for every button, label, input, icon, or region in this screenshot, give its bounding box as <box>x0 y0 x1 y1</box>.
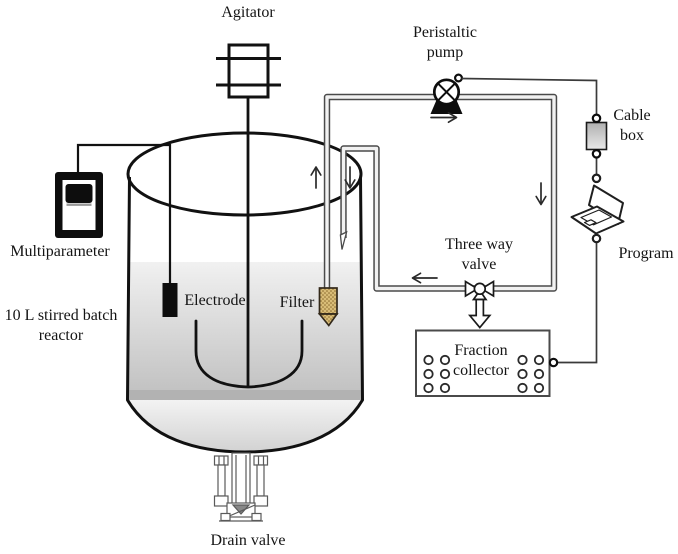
valve-outlet-arrow <box>467 298 492 329</box>
connector-dot <box>591 113 602 124</box>
connector-dot <box>591 173 602 184</box>
cable-box-icon <box>585 113 608 159</box>
agitator-icon <box>194 43 304 389</box>
signal-wires <box>461 77 598 364</box>
flow-arrows <box>310 111 547 284</box>
return-tube-tip <box>339 230 348 250</box>
electrode-wire <box>76 143 172 283</box>
flow-arrow-down-loop <box>535 182 547 206</box>
electrode-assembly <box>76 143 178 317</box>
fraction-collector-icon <box>415 329 559 397</box>
multiparameter-icon <box>55 172 103 238</box>
flow-arrow-up <box>310 166 322 189</box>
connector-dot <box>591 149 602 159</box>
flow-arrow-down-tank <box>344 166 356 189</box>
flow-arrow-left-return <box>411 272 438 284</box>
laptop-icon <box>570 173 625 244</box>
tank-dish-fill <box>127 400 363 452</box>
connector-dot <box>591 233 602 244</box>
impeller <box>194 319 304 389</box>
electrode-icon <box>162 283 178 317</box>
peristaltic-pump-icon <box>430 73 464 114</box>
tank-outline <box>126 176 364 454</box>
filter-icon <box>317 287 339 327</box>
flow-arrow-right-pump <box>430 111 458 124</box>
wire-pump-to-cablebox <box>461 77 598 115</box>
connector-dot <box>548 357 559 368</box>
three-way-valve-icon <box>464 279 495 329</box>
pump-signal-port <box>454 73 464 83</box>
drain-valve-icon <box>213 452 269 522</box>
wire-laptop-to-collector <box>557 242 598 364</box>
vial-holes <box>423 354 545 394</box>
liquid-band <box>128 390 362 401</box>
